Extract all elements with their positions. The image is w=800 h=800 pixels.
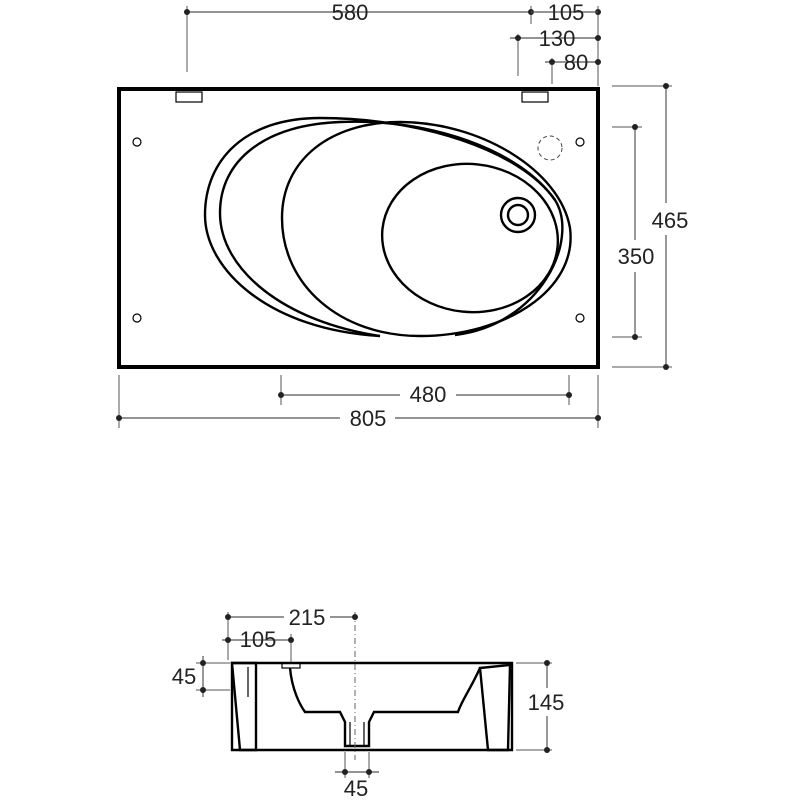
dim-130-dot-right — [595, 35, 601, 41]
top-view: 580 105 130 80 465 350 — [116, 0, 688, 431]
dim-215-dot-right — [352, 614, 358, 620]
dim-805-label: 805 — [350, 406, 387, 431]
countertop-outline — [117, 87, 600, 369]
dim-45b-label: 45 — [344, 776, 368, 800]
section-right-wall — [478, 663, 512, 752]
dim-80-label: 80 — [564, 50, 588, 75]
dim-465-label: 465 — [652, 208, 689, 233]
dim-130-dot-left — [515, 35, 521, 41]
dim-130-label: 130 — [539, 26, 576, 51]
dim-580-dot-left — [184, 9, 190, 15]
dim-145-dot-bottom — [544, 747, 550, 753]
drain-outer — [499, 196, 537, 234]
dim-805-dot-right — [595, 415, 601, 421]
tap-hole-dashed — [537, 135, 563, 161]
dim-350-label: 350 — [618, 244, 655, 269]
dim-45v-dot-top — [200, 660, 206, 666]
dim-805-dot-left — [116, 415, 122, 421]
fixing-hole-top-left — [132, 137, 142, 147]
dim-80-dot-right — [595, 59, 601, 65]
overflow-notch — [281, 662, 301, 669]
dim-45v-label: 45 — [172, 664, 196, 689]
dim-465-dot-bottom — [663, 364, 669, 370]
bowl-ellipse — [380, 162, 560, 314]
section-left-wall — [230, 661, 258, 752]
dim-350-dot-top — [632, 124, 638, 130]
fixing-hole-bottom-right — [575, 313, 585, 323]
slot-left — [175, 91, 203, 103]
slot-right — [521, 91, 549, 103]
dim-215-dot-left — [225, 614, 231, 620]
dim-80-dot-left — [549, 59, 555, 65]
basin-inner-ellipse — [280, 120, 572, 338]
drain-inner — [506, 203, 530, 227]
dim-215-label: 215 — [289, 605, 326, 630]
dim-45b-dot-left — [342, 769, 348, 775]
dim-105-label: 105 — [548, 0, 585, 25]
dim-105s-dot-right — [288, 637, 294, 643]
dim-145-dot-top — [544, 660, 550, 666]
fixing-hole-bottom-left — [132, 313, 142, 323]
dim-350-dot-bottom — [632, 334, 638, 340]
side-view: 215 105 45 145 45 — [172, 605, 565, 800]
dim-480-dot-right — [566, 392, 572, 398]
section-basin-interior — [288, 667, 482, 748]
dim-105s-dot-left — [225, 637, 231, 643]
dim-480-dot-left — [278, 392, 284, 398]
basin-outer-rim — [203, 116, 564, 338]
dim-145-label: 145 — [528, 690, 565, 715]
basin-second-rim — [218, 120, 556, 338]
section-outer-outline — [230, 661, 514, 752]
fixing-hole-top-right — [575, 137, 585, 147]
dim-480-label: 480 — [410, 382, 447, 407]
dim-465-dot-top — [663, 83, 669, 89]
dim-45v-dot-bottom — [200, 687, 206, 693]
dim-580-label: 580 — [332, 0, 369, 25]
dim-105s-label: 105 — [240, 627, 277, 652]
dim-45b-dot-right — [366, 769, 372, 775]
